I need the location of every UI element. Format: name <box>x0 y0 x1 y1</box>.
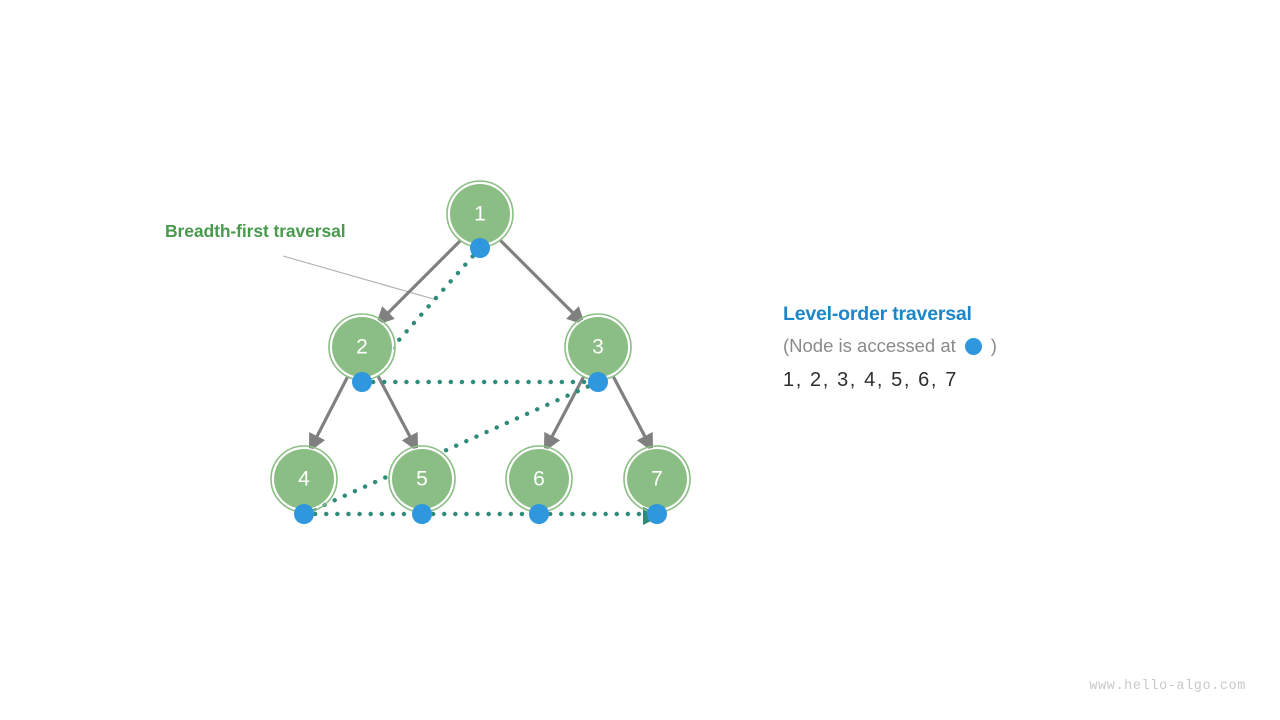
node-circle <box>274 449 334 509</box>
tree-node-6[interactable]: 6 <box>505 445 573 524</box>
node-visit-dot <box>412 504 432 524</box>
visit-dot-icon <box>964 337 982 355</box>
node-circle <box>392 449 452 509</box>
node-circle <box>332 317 392 377</box>
tree-node-3[interactable]: 3 <box>564 313 632 392</box>
legend-subtitle: (Node is accessed at ) <box>783 335 1203 357</box>
traversal-sequence: 1, 2, 3, 4, 5, 6, 7 <box>783 369 958 391</box>
tree-edge-n2-n4 <box>308 375 350 452</box>
tree-edge-n3-n6 <box>543 375 586 452</box>
node-visit-dot <box>588 372 608 392</box>
legend-panel: Level-order traversal (Node is accessed … <box>783 303 1203 392</box>
node-visit-dot <box>352 372 372 392</box>
tree-node-4[interactable]: 4 <box>270 445 338 524</box>
legend-subtitle-text-after: ) <box>990 335 997 356</box>
tree-edge-n1-n3 <box>498 238 586 326</box>
legend-subtitle-text-before: (Node is accessed at <box>783 335 956 356</box>
tree-edge-n3-n7 <box>611 375 654 452</box>
traversal-path <box>301 245 665 526</box>
node-value-label: 7 <box>651 468 663 491</box>
node-visit-dot <box>294 504 314 524</box>
node-value-label: 2 <box>356 336 368 359</box>
node-circle <box>509 449 569 509</box>
node-circle <box>568 317 628 377</box>
legend-title: Level-order traversal <box>783 303 972 325</box>
node-value-label: 5 <box>416 468 428 491</box>
tree-node-7[interactable]: 7 <box>623 445 691 524</box>
traversal-segment-n1-n2 <box>359 245 483 385</box>
bfs-label-leader-line <box>282 255 438 301</box>
node-value-label: 6 <box>533 468 545 491</box>
node-value-label: 3 <box>592 336 604 359</box>
traversal-segment-n3-n4 <box>301 379 601 517</box>
tree-edge-n2-n5 <box>376 375 419 452</box>
watermark: www.hello-algo.com <box>1089 679 1246 694</box>
node-value-label: 4 <box>298 468 310 491</box>
node-visit-dot <box>529 504 549 524</box>
tree-edge-n1-n2 <box>375 238 463 326</box>
node-value-label: 1 <box>474 203 486 226</box>
tree-node-2[interactable]: 2 <box>328 313 396 392</box>
node-circle <box>450 184 510 244</box>
breadth-first-traversal-label: Breadth-first traversal <box>165 221 346 241</box>
node-visit-dot <box>647 504 667 524</box>
tree-node-1[interactable]: 1 <box>446 180 514 258</box>
tree-nodes: 1 2 3 4 5 6 7 <box>270 180 691 524</box>
node-visit-dot <box>470 238 490 258</box>
node-circle <box>627 449 687 509</box>
tree-edges <box>308 238 654 452</box>
tree-node-5[interactable]: 5 <box>388 445 456 524</box>
